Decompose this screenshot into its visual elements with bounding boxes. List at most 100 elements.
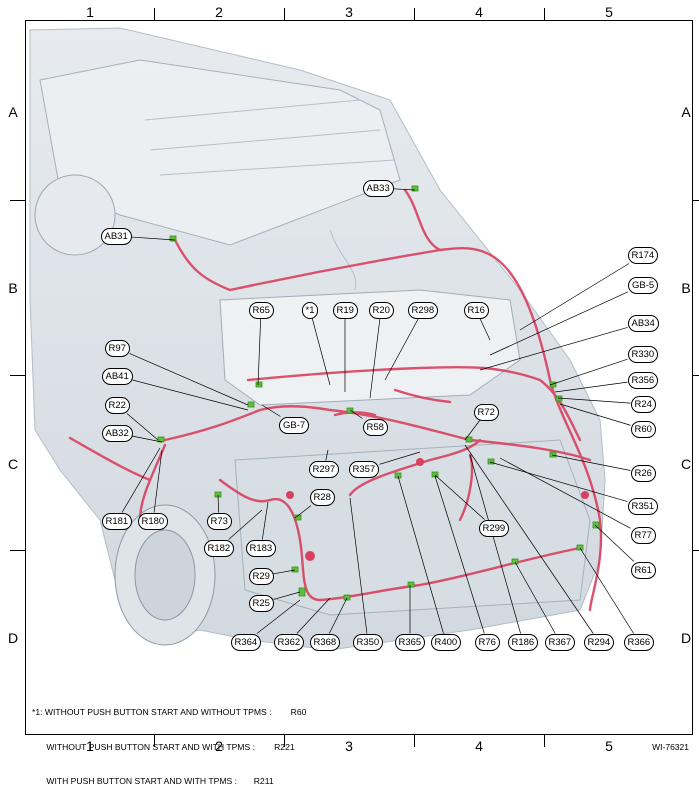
leader-line-r22 bbox=[126, 413, 159, 441]
grid-row-left-A: A bbox=[8, 104, 18, 120]
grid-col-bottom-3: 3 bbox=[345, 738, 353, 754]
leader-line-r364 bbox=[256, 599, 301, 634]
grid-row-left-D: D bbox=[7, 630, 19, 646]
grid-tick bbox=[693, 375, 699, 376]
leader-line-gb-5 bbox=[489, 291, 629, 356]
leader-line-r299 bbox=[434, 474, 485, 520]
connector-label-ab41: AB41 bbox=[101, 367, 133, 385]
connector-label-ab32: AB32 bbox=[101, 424, 133, 442]
grid-col-top-1: 1 bbox=[86, 4, 94, 20]
footnote-line-3: WITH PUSH BUTTON START AND WITH TPMS : R… bbox=[32, 776, 306, 788]
leader-line-ab41 bbox=[132, 379, 249, 411]
leader-line-r366 bbox=[579, 547, 634, 634]
connector-label-r65: R65 bbox=[248, 301, 274, 319]
connector-label-r330: R330 bbox=[627, 345, 659, 363]
leader-line-r16 bbox=[479, 318, 491, 341]
leader-line-r29 bbox=[273, 569, 296, 575]
grid-col-top-5: 5 bbox=[605, 4, 613, 20]
grid-col-top-3: 3 bbox=[345, 4, 353, 20]
leader-line-r186 bbox=[469, 454, 521, 634]
connector-label-r364: R364 bbox=[230, 633, 262, 651]
connector-label-r182: R182 bbox=[203, 539, 235, 557]
leader-line-star1 bbox=[311, 318, 331, 386]
leader-line-r182 bbox=[228, 509, 263, 540]
leader-line-r61 bbox=[594, 524, 635, 562]
connector-label-r28: R28 bbox=[309, 488, 335, 506]
grid-tick bbox=[284, 735, 285, 747]
connector-label-r26: R26 bbox=[630, 464, 656, 482]
leader-line-r20 bbox=[369, 318, 381, 399]
leader-line-r356 bbox=[554, 381, 628, 393]
connector-label-r181: R181 bbox=[101, 512, 133, 530]
leader-line-r28 bbox=[294, 505, 312, 519]
grid-row-right-D: D bbox=[680, 630, 692, 646]
connector-label-r357: R357 bbox=[348, 460, 380, 478]
leader-line-r181 bbox=[121, 447, 161, 513]
leader-line-ab31 bbox=[131, 236, 176, 241]
grid-tick bbox=[414, 735, 415, 747]
footnote-line-2: WITHOUT PUSH BUTTON START AND WITH TPMS … bbox=[32, 742, 306, 754]
leader-line-r73 bbox=[217, 494, 220, 513]
footnote-condition-1: WITHOUT PUSH BUTTON START AND WITHOUT TP… bbox=[44, 707, 272, 717]
grid-tick bbox=[544, 735, 545, 747]
leader-line-r362 bbox=[296, 597, 331, 634]
grid-col-bottom-1: 1 bbox=[86, 738, 94, 754]
grid-col-bottom-5: 5 bbox=[605, 738, 613, 754]
leader-line-r58 bbox=[349, 409, 363, 419]
grid-col-bottom-4: 4 bbox=[475, 738, 483, 754]
connector-label-ab31: AB31 bbox=[100, 227, 132, 245]
grid-tick bbox=[414, 8, 415, 20]
leader-line-r350 bbox=[349, 497, 368, 634]
grid-row-left-B: B bbox=[8, 280, 18, 296]
connector-label-r368: R368 bbox=[309, 633, 341, 651]
leader-line-r330 bbox=[549, 358, 628, 386]
connector-label-r351: R351 bbox=[627, 497, 659, 515]
connector-label-r58: R58 bbox=[362, 418, 388, 436]
grid-tick bbox=[10, 550, 25, 551]
connector-label-ab34: AB34 bbox=[627, 314, 659, 332]
connector-label-r25: R25 bbox=[248, 594, 274, 612]
connector-label-r366: R366 bbox=[623, 633, 655, 651]
leader-line-r367 bbox=[514, 561, 556, 634]
leader-line-r72 bbox=[464, 420, 480, 441]
connector-label-r19: R19 bbox=[332, 301, 358, 319]
connector-label-r367: R367 bbox=[544, 633, 576, 651]
grid-row-left-C: C bbox=[7, 456, 19, 472]
connector-label-r16: R16 bbox=[463, 301, 489, 319]
leader-line-r76 bbox=[434, 475, 485, 634]
leader-line-r97 bbox=[129, 353, 249, 406]
grid-row-right-C: C bbox=[680, 456, 692, 472]
leader-line-r400 bbox=[397, 475, 444, 634]
grid-tick bbox=[154, 735, 155, 747]
connector-label-gb-7: GB-7 bbox=[279, 416, 310, 434]
leader-line-r65 bbox=[257, 318, 262, 386]
leader-line-r25 bbox=[273, 591, 301, 600]
connector-label-r183: R183 bbox=[245, 539, 277, 557]
grid-row-right-B: B bbox=[681, 280, 691, 296]
connector-label-r298: R298 bbox=[407, 301, 439, 319]
connector-label-r76: R76 bbox=[474, 633, 500, 651]
leader-line-gb-7 bbox=[261, 404, 281, 417]
leader-line-r357 bbox=[379, 451, 421, 465]
leader-line-r294 bbox=[464, 444, 594, 634]
connector-label-r299: R299 bbox=[478, 519, 510, 537]
diagram-code: WI-76321 bbox=[652, 742, 689, 752]
footnote-line-1: *1: WITHOUT PUSH BUTTON START AND WITHOU… bbox=[32, 707, 306, 719]
footnote-value-3: R211 bbox=[253, 776, 274, 786]
connector-label-r29: R29 bbox=[248, 567, 274, 585]
diagram-frame bbox=[25, 20, 693, 735]
leader-line-r351 bbox=[489, 461, 628, 502]
leader-line-r298 bbox=[384, 318, 419, 381]
leader-line-r174 bbox=[519, 263, 630, 331]
leader-line-ab32 bbox=[132, 435, 163, 443]
leader-line-r24 bbox=[557, 397, 631, 404]
footnote-condition-3: WITH PUSH BUTTON START AND WITH TPMS : bbox=[46, 776, 237, 786]
connector-label-gb-5: GB-5 bbox=[628, 276, 659, 294]
footnote-marker: *1: bbox=[32, 707, 43, 717]
grid-tick bbox=[544, 8, 545, 20]
grid-tick bbox=[693, 550, 699, 551]
connector-label-ab33: AB33 bbox=[362, 179, 394, 197]
connector-label-r362: R362 bbox=[273, 633, 305, 651]
connector-label-r61: R61 bbox=[630, 561, 656, 579]
leader-lines bbox=[121, 188, 635, 634]
